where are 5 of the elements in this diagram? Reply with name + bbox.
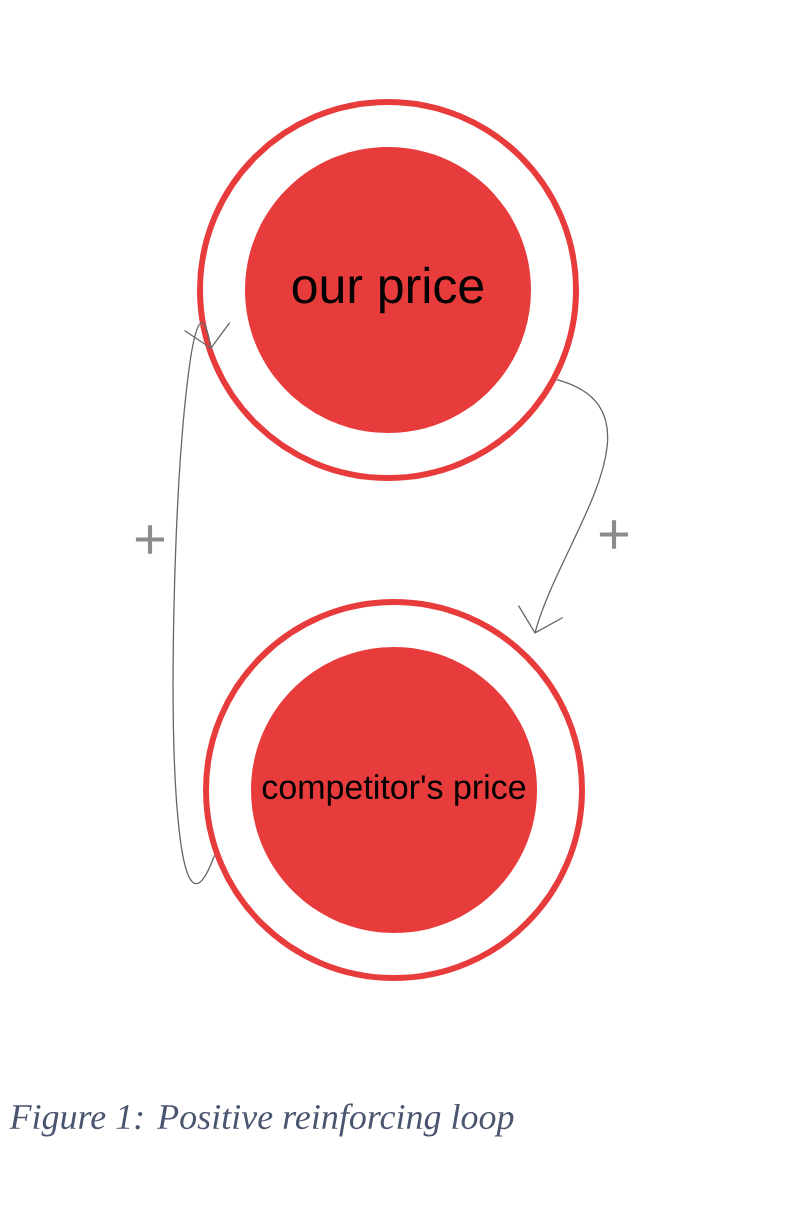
arrow [172,321,231,884]
caption: Figure 1: Positive reinforcing loop [9,1103,514,1137]
edge-label: + [596,519,632,555]
arrow [517,379,609,634]
edge-label: + [132,524,168,560]
